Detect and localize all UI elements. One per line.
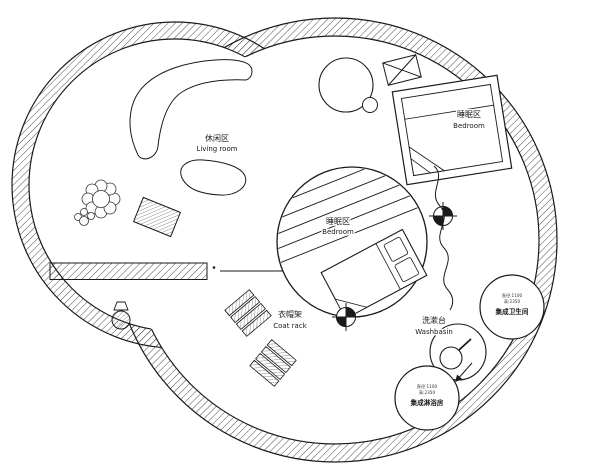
coat-rack-shelves-lower [249,339,297,387]
bathroom-pod: 直径:1100 高:2350 集成卫生间 [479,274,545,340]
label-bedroom1-zh: 睡眠区 [457,110,481,119]
bed-top-right [391,74,513,186]
label-washbasin-en: Washbasin [415,328,453,336]
plant [74,179,121,226]
flow-arrow [455,362,473,383]
label-washbasin-zh: 洗漱台 [422,315,446,325]
bathroom-name: 集成卫生间 [495,307,529,316]
shower-name: 集成淋浴房 [410,398,444,407]
target-marker-right [429,202,457,230]
target-marker-bottom [332,303,360,331]
crossed-box [382,54,422,86]
coat-rack-shelves-upper [224,289,272,337]
label-coatrack-zh: 衣帽架 [278,309,302,319]
label-bedroom2-zh: 睡眠区 [326,217,350,226]
basin-mirror [439,346,463,370]
label-bedroom2-en: Bedroom [322,228,354,236]
bathroom-spec1: 直径:1100 [502,292,523,298]
door-point [212,266,216,269]
label-living-zh: 休闲区 [205,133,229,143]
shower-spec2: 高:2350 [419,389,436,396]
mirror-handle [458,338,472,351]
bed-center [320,228,428,320]
outer-wall-annex [11,21,339,349]
partition-wall [49,262,283,280]
shower-spec1: 直径:1100 [417,383,438,389]
floor-lamp [111,301,131,330]
round-table [318,57,374,113]
shower-pod: 直径:1100 高:2350 集成淋浴房 [394,365,460,431]
curved-sofa [129,59,253,160]
bathroom-spec2: 高:2350 [504,298,521,305]
wavy-partition [433,165,454,311]
coffee-table [180,159,247,196]
label-living-en: Living room [196,145,237,153]
label-bedroom1-en: Bedroom [453,122,485,130]
ottoman-mat [132,196,182,238]
label-coatrack-en: Coat rack [273,322,307,330]
stool [362,97,378,113]
